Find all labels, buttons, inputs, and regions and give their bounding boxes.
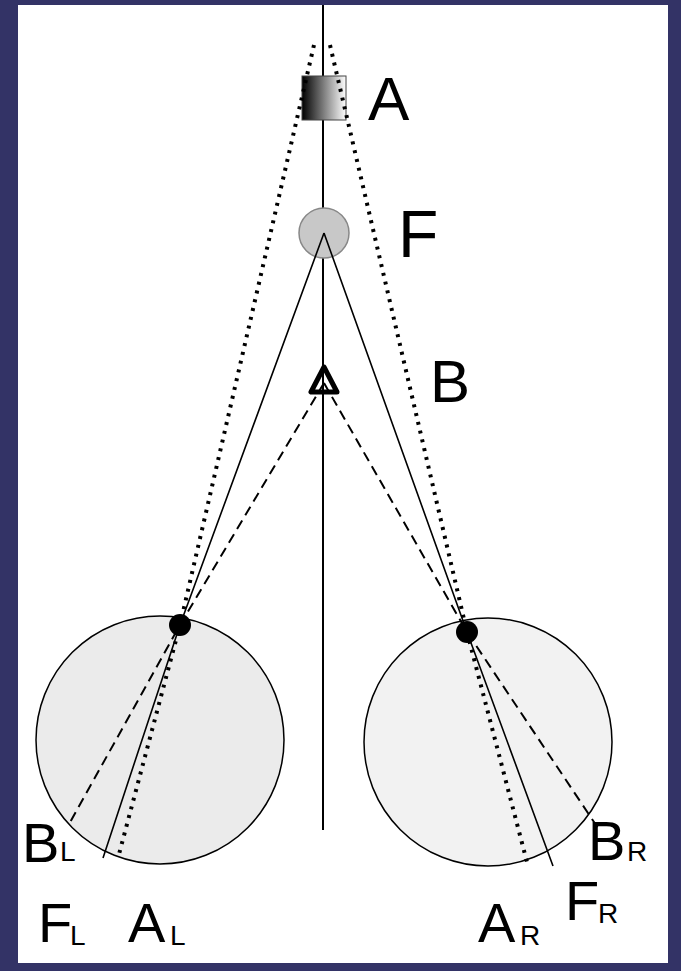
image-letter: F: [38, 895, 72, 951]
right-eye: [364, 618, 612, 866]
nodal-point-left: [169, 614, 191, 636]
nodal-point-right: [456, 621, 478, 643]
point-letter: B: [430, 352, 470, 412]
image-letter: F: [565, 873, 599, 929]
ray-f-left: [103, 233, 324, 858]
subscript: L: [170, 922, 186, 950]
subscript: R: [520, 922, 540, 950]
ray-a-left: [118, 45, 314, 858]
subscript: L: [60, 838, 76, 866]
subscript: R: [598, 900, 618, 928]
midline: [322, 5, 324, 830]
ray-b-left: [68, 383, 324, 826]
ray-b-right: [324, 383, 598, 828]
ray-f-right: [324, 233, 553, 866]
image-letter: A: [478, 895, 515, 951]
left-eye: [36, 616, 284, 864]
point-letter: A: [368, 68, 409, 130]
point-letter: F: [398, 201, 438, 267]
object-b-triangle: [311, 367, 337, 392]
subscript: L: [70, 922, 86, 950]
image-letter: A: [128, 895, 165, 951]
image-letter: B: [588, 813, 625, 869]
subscript: R: [627, 838, 647, 866]
image-letter: B: [22, 815, 59, 871]
ray-a-right: [330, 45, 528, 866]
